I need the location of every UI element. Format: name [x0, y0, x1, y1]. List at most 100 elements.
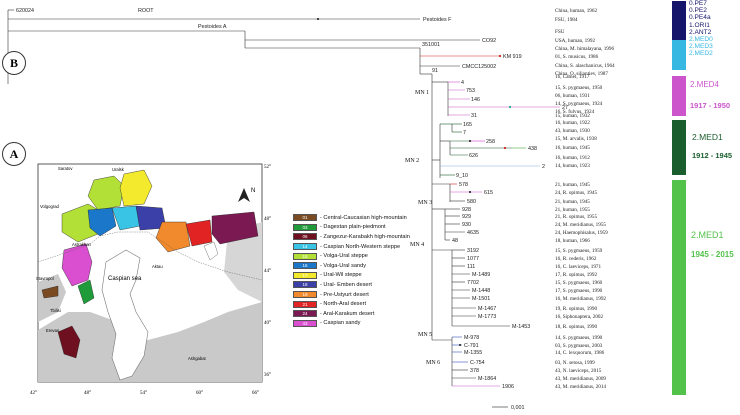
source-label: 15, S. pygmaeus, 1960 [555, 280, 603, 286]
source-label: 03, S. pygmaeus, 2003 [555, 343, 603, 349]
source-label: China, O. siliantiev, 1987 [555, 71, 608, 77]
node-label: 753 [466, 88, 475, 94]
sea-label: Caspian sea [108, 276, 142, 282]
node-label: 378 [470, 368, 479, 374]
source-label: 21, human, 1955 [555, 207, 590, 213]
city-label: Uralsk [112, 167, 125, 172]
legend-label: Ural- Emben desert [320, 282, 372, 288]
source-label: 18, human, 1966 [555, 238, 590, 244]
legend-item: 06Zangezur-Karabakh high-mountain [293, 232, 443, 242]
north-arrow-icon [238, 188, 250, 202]
border-line [37, 231, 263, 281]
source-label: 16, S. fulvus, 1924 [555, 108, 595, 115]
source-label: 14, S. pygmaeus, 1924 [555, 101, 603, 107]
legend-swatch: 03 [293, 223, 317, 231]
lon-tick: 60° [196, 391, 203, 396]
node-label: 4 [461, 80, 464, 86]
node-label: 351001 [422, 42, 440, 48]
source-label: China, M. himalayana, 1996 [555, 46, 614, 52]
source-label: 17, R. opimus, 1992 [555, 272, 597, 278]
legend-item: 18Ural- Emben desert [293, 280, 443, 290]
legend-label: Dagestan plain-piedmont [320, 224, 385, 230]
focus-43 [61, 243, 93, 287]
city-label: Ashgabat [188, 356, 207, 361]
legend-label: Caspian sandy [320, 320, 360, 326]
legend-swatch: 18 [293, 281, 317, 289]
node-label: 928 [462, 207, 471, 213]
node-label: M-1773 [478, 314, 496, 320]
map-legend: 01Central-Caucasian high-mountain03Dages… [293, 213, 443, 328]
source-label: 24, R. opimus, 1945 [555, 190, 597, 196]
node-label: 91 [432, 68, 438, 74]
city-label: Volgograd [40, 204, 60, 209]
legend-swatch: 16 [293, 262, 317, 270]
city-label: Tbilisi [50, 308, 61, 313]
node-label: 3192 [467, 248, 479, 254]
group-bar-med1b [672, 180, 686, 395]
focus-19 [155, 221, 191, 253]
north-label: N [251, 188, 255, 194]
group-name-med4: 2.MED4 [690, 80, 719, 89]
group-label: 2.MED0 [689, 36, 713, 44]
source-label: 21, R. opimus, 1955 [555, 214, 597, 220]
source-label: 16, Camel, 1917 [555, 74, 590, 80]
group-med1b: 2.MED1 1945 - 2015 [691, 230, 734, 259]
source-label: 15, S. pygmaeus, 1959 [555, 248, 603, 254]
branch-marker [503, 146, 507, 150]
node-label: M-978 [464, 335, 479, 341]
group-label: 2.MED2 [689, 50, 713, 58]
node-label: M-1489 [472, 272, 490, 278]
node-label: 930 [462, 222, 471, 228]
node-label: 9_10 [456, 173, 468, 179]
legend-item: 14Caspian North-Western steppe [293, 242, 443, 252]
legend-label: Volga-Ural sandy [320, 263, 366, 269]
tree-branch-markers [316, 17, 512, 347]
source-label: 24, Haemophisalus, 1959 [555, 230, 608, 236]
node-label: M-1864 [478, 376, 496, 382]
source-label: 06, human, 1931 [555, 93, 590, 99]
group-label: 2.ANT2 [689, 28, 712, 36]
group-med4: 2.MED4 1917 - 1950 [690, 80, 730, 110]
focus-15-north [87, 175, 125, 211]
legend-item: 19Pre-Ustyurt desert [293, 290, 443, 300]
group-med1a: 2.MED1 1912 - 1945 [692, 132, 732, 160]
node-label: 165 [463, 122, 472, 128]
group-bar-dark [672, 1, 686, 40]
group-label: 0.PE2 [689, 7, 707, 15]
legend-swatch: 24 [293, 310, 317, 318]
city-label: Stavropol [36, 276, 54, 281]
node-label: 7702 [467, 280, 479, 286]
source-label: 43, human, 1930 [555, 128, 590, 134]
legend-label: Volga-Ural steppe [320, 253, 367, 259]
source-label: 43, M. meridianus, 2009 [555, 376, 606, 382]
aral-sea [203, 241, 219, 261]
node-label: 578 [459, 182, 468, 188]
group-years-med1b: 1945 - 2015 [691, 250, 734, 259]
source-label: 16, human, 1945 [555, 145, 590, 151]
legend-swatch: 15 [293, 252, 317, 260]
node-label: 31 [471, 113, 477, 119]
lon-tick: 42° [30, 391, 37, 396]
group-name-med1a: 2.MED1 [692, 132, 723, 142]
node-label: CO92 [482, 38, 496, 44]
group-years-med1a: 1912 - 1945 [692, 151, 733, 160]
focus-24 [211, 211, 259, 245]
lat-tick: 36° [264, 373, 271, 378]
source-label: 15, human, 1932 [555, 113, 590, 119]
node-label: 7 [463, 130, 466, 136]
source-label: 14, S. pygmaeus, 1990 [555, 335, 603, 341]
legend-item: 03Dagestan plain-piedmont [293, 223, 443, 233]
source-label: 16, C. laeviceps, 1971 [555, 264, 602, 270]
node-label: 2 [542, 164, 545, 170]
legend-item: 17Ural-Wil steppe [293, 271, 443, 281]
legend-swatch: 06 [293, 233, 317, 241]
node-label: 48 [452, 238, 458, 244]
node-label: 626 [469, 153, 478, 159]
legend-label: Ural-Wil steppe [320, 272, 361, 278]
group-bar-light [672, 40, 686, 70]
land-south [38, 302, 262, 382]
source-label: 01, S. musicus, 1986 [555, 54, 599, 60]
source-label: 15, S. pygmaeus, 1950 [555, 85, 603, 91]
